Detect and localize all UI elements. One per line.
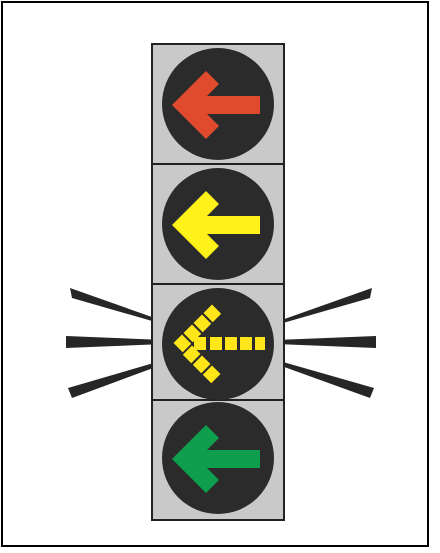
yellow-arrow-section bbox=[162, 168, 274, 280]
left-arrow-icon bbox=[172, 191, 260, 259]
flash-ray bbox=[68, 360, 164, 398]
left-arrow-icon bbox=[173, 304, 265, 384]
left-arrow-icon bbox=[172, 71, 260, 139]
flash-rays-left bbox=[66, 288, 166, 398]
flash-ray bbox=[276, 288, 372, 325]
flashing-yellow-arrow-section bbox=[162, 288, 274, 400]
flash-ray bbox=[70, 288, 166, 325]
red-arrow-section bbox=[162, 48, 274, 160]
flash-rays-right bbox=[276, 288, 376, 398]
flash-ray bbox=[66, 336, 164, 348]
flash-ray bbox=[276, 336, 376, 348]
left-arrow-icon bbox=[172, 425, 260, 493]
green-arrow-section bbox=[162, 402, 274, 514]
flash-ray bbox=[276, 360, 374, 398]
